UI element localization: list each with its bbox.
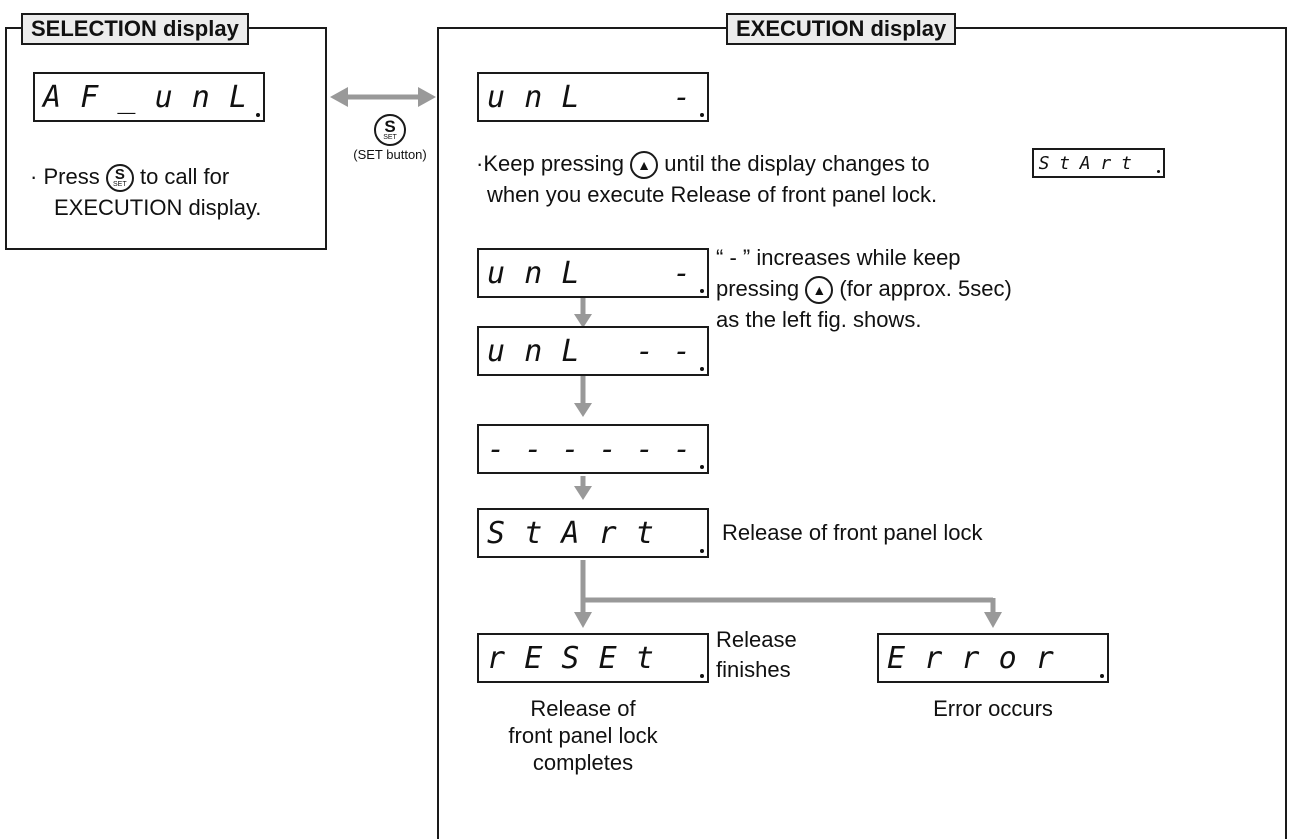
arrow-down-1	[574, 314, 592, 328]
release-finishes-1: Release	[716, 627, 797, 652]
release-label: Release of front panel lock	[722, 520, 983, 545]
arrow-down-4	[574, 612, 592, 628]
arrow-left-head	[330, 87, 348, 107]
arrow-right-head	[418, 87, 436, 107]
increase-line3: as the left fig. shows.	[716, 307, 922, 332]
arrow-down-error	[984, 612, 1002, 628]
up-button-icon: ▲	[630, 151, 659, 180]
execution-title: EXECUTION display	[726, 13, 957, 45]
arrow-down-3	[574, 486, 592, 500]
increase-line1: “ - ” increases while keep	[716, 245, 961, 270]
execution-display-4: ------	[477, 424, 709, 474]
up-button-icon-2: ▲	[805, 276, 834, 305]
error-caption: Error occurs	[933, 696, 1053, 721]
instruction-line2: when you execute Release of front panel …	[487, 182, 938, 207]
selection-title: SELECTION display	[21, 13, 249, 45]
release-finishes-2: finishes	[716, 657, 791, 682]
arrow-down-2	[574, 403, 592, 417]
set-button-label: (SET button)	[353, 147, 427, 162]
increase-line2: pressing ▲ (for approx. 5sec)	[716, 275, 1012, 305]
set-button[interactable]: S SET (SET button)	[345, 114, 435, 162]
complete-caption: Release of front panel lock completes	[508, 696, 658, 775]
selection-press-line2: EXECUTION display.	[54, 195, 262, 220]
set-button-circle-icon: S SET	[374, 114, 406, 146]
instruction-line1: ·Keep pressing ▲ until the display chang…	[476, 150, 930, 180]
